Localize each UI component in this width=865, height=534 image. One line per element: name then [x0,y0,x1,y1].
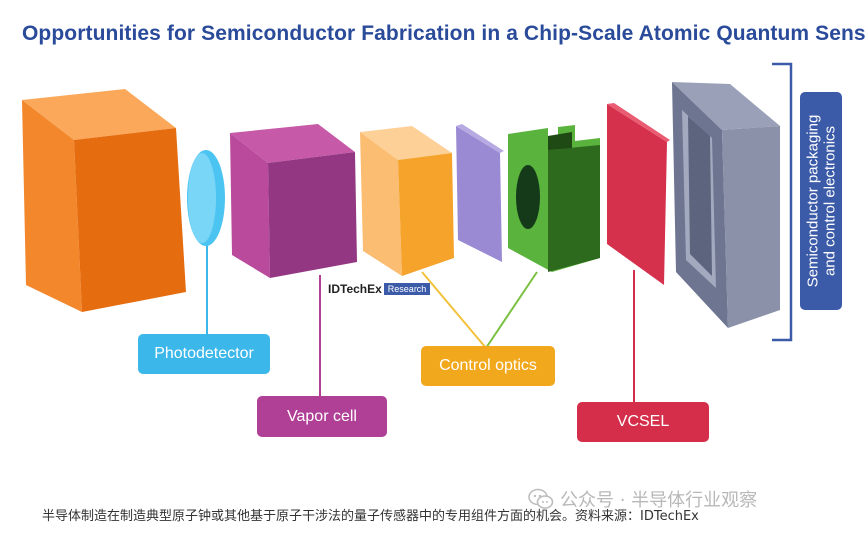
control-optics-label: Control optics [421,346,555,386]
wechat-icon [528,488,554,509]
optics-slab-orange [360,126,454,276]
orange-block [22,89,186,312]
vapor-cell-cube [230,124,357,278]
packaging-label-text: Semiconductor packaging and control elec… [804,115,838,288]
control-optics-leader-line-2 [485,271,538,349]
optics-filter-plate [456,124,504,262]
packaging-bracket [772,62,793,342]
photodetector-label-text: Photodetector [154,345,254,362]
vcsel-label: VCSEL [577,402,709,442]
idtechex-logo: IDTechEx Research [328,282,431,296]
vapor-cell-label-text: Vapor cell [287,407,357,425]
packaging-frame [672,82,780,328]
vcsel-label-text: VCSEL [616,413,670,430]
figure-caption: 半导体制造在制造典型原子钟或其他基于原子干涉法的量子传感器中的专用组件方面的机会… [42,509,699,524]
control-optics-label-text: Control optics [439,357,537,374]
photodetector-label: Photodetector [138,334,270,374]
wechat-watermark: 公众号 · 半导体行业观察 [528,486,757,512]
photodetector-disk [187,150,225,246]
logo-main-text: IDTechEx [328,282,382,296]
diagram-title: Opportunities for Semiconductor Fabricat… [22,22,865,45]
packaging-label-line-2: and control electronics [821,125,839,277]
watermark-text: 公众号 · 半导体行业观察 [560,490,758,511]
optics-green-bracket [508,125,600,272]
packaging-label-line-1: Semiconductor packaging [804,114,822,288]
vapor-cell-label: Vapor cell [257,396,387,437]
packaging-label: Semiconductor packaging and control elec… [800,92,842,310]
control-optics-leader-line-1 [421,271,487,349]
vcsel-plate [607,103,670,285]
logo-sub-text: Research [383,283,431,295]
